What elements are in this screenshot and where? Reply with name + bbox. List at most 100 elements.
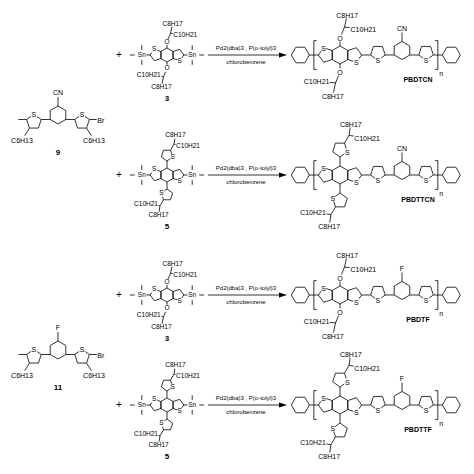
atom-label: S (375, 407, 381, 414)
plus-sign: + (116, 400, 123, 410)
bond-line (402, 33, 403, 42)
bond-line (340, 387, 341, 396)
bond-line (340, 157, 341, 166)
atom-label: S (159, 420, 164, 427)
compound-number: 3 (164, 335, 169, 343)
alkyl-chain: C6H13 (11, 137, 34, 144)
bond-line (385, 295, 394, 296)
atom-label: Br (97, 351, 105, 358)
bond-line (89, 119, 96, 120)
bond-line (66, 119, 75, 120)
bond-line (66, 354, 75, 355)
repeat-index: n (439, 419, 444, 426)
atom-label: S (344, 148, 350, 155)
bond-line (41, 119, 50, 120)
bond-line (161, 398, 173, 412)
atom-label: S (31, 346, 37, 353)
alkyl-chain: C10H21 (176, 143, 201, 150)
atom-label: S (423, 407, 429, 414)
atom-label: S (375, 297, 381, 304)
alkyl-chain: C8H17 (321, 332, 344, 339)
alkyl-chain: C8H17 (336, 11, 359, 18)
compound-number: 9 (55, 149, 60, 157)
alkyl-chain: C8H17 (339, 350, 362, 357)
bond-line (130, 55, 135, 56)
bond-line (385, 405, 394, 406)
bond-line (394, 162, 410, 180)
bond-line (141, 285, 142, 290)
atom-label: S (152, 46, 157, 53)
reaction-condition: chlorobenzene (226, 299, 266, 305)
bond-line (25, 128, 30, 136)
bond-line (199, 295, 204, 296)
bond-line (332, 396, 348, 414)
alkyl-chain: C10H21 (354, 135, 381, 142)
alkyl-chain: C8H17 (165, 362, 186, 369)
atom-label: S (170, 154, 175, 161)
alkyl-chain: C8H17 (336, 251, 359, 258)
atom-label: S (423, 57, 429, 64)
atom-label: S (170, 384, 175, 391)
reaction-condition: Pd2(dba)3 , P(o-tolyl)3 (215, 165, 276, 171)
bond-line (291, 167, 309, 183)
atom-label: O (337, 34, 343, 41)
bond-line (167, 182, 168, 189)
bond-line (362, 405, 371, 406)
bond-line (87, 363, 92, 371)
bond-line (208, 405, 281, 406)
compound-number: 3 (164, 95, 169, 103)
substituent-label: F (399, 265, 404, 272)
bond-line (331, 437, 336, 445)
alkyl-chain: C10H21 (300, 208, 327, 215)
tin-atom: Sn (188, 292, 197, 299)
reaction-arrowhead (279, 292, 287, 297)
bond-line (161, 168, 173, 182)
tin-atom: Sn (137, 402, 146, 409)
bond-line (130, 295, 135, 296)
alkyl-chain: C10H21 (136, 312, 161, 319)
bond-line (199, 175, 204, 176)
atom-label: S (321, 44, 327, 51)
reaction-condition: Pd2(dba)3 , P(o-tolyl)3 (215, 45, 276, 51)
bond-line (50, 341, 66, 359)
bond-line (192, 285, 193, 290)
alkyl-chain: C10H21 (173, 31, 198, 38)
atom-label: S (177, 297, 182, 304)
atom-label: S (375, 177, 381, 184)
atom-label: S (321, 164, 327, 171)
alkyl-chain: C6H13 (83, 372, 106, 379)
polymer-name: PBDTTCN (401, 196, 435, 203)
alkyl-chain: C10H21 (136, 72, 161, 79)
bond-line (171, 144, 175, 150)
bond-line (410, 295, 419, 296)
bond-line (18, 119, 26, 120)
bond-line (208, 55, 281, 56)
alkyl-chain: C8H17 (162, 260, 183, 267)
bond-line (435, 161, 438, 190)
bond-line (167, 161, 168, 168)
atom-label: S (354, 179, 360, 186)
tin-atom: Sn (137, 52, 146, 59)
repeat-index: n (439, 69, 444, 76)
bond-line (160, 200, 164, 206)
compound-number: 11 (53, 384, 62, 392)
atom-label: S (159, 190, 164, 197)
bond-line (192, 180, 193, 185)
reaction-condition: Pd2(dba)3 , P(o-tolyl)3 (215, 285, 276, 291)
tin-atom: Sn (137, 172, 146, 179)
bond-line (192, 300, 193, 305)
compound-number: 5 (164, 223, 169, 231)
bond-line (442, 167, 460, 183)
bond-line (141, 395, 142, 400)
alkyl-chain: C8H17 (318, 453, 341, 460)
reaction-condition: Pd2(dba)3 , P(o-tolyl)3 (215, 395, 276, 401)
bond-line (410, 405, 419, 406)
bond-line (141, 45, 142, 50)
atom-label: S (330, 425, 336, 432)
compound-number: 5 (164, 453, 169, 461)
bond-line (167, 412, 168, 419)
substituent-label: CN (396, 25, 407, 32)
alkyl-chain: C8H17 (148, 442, 169, 449)
